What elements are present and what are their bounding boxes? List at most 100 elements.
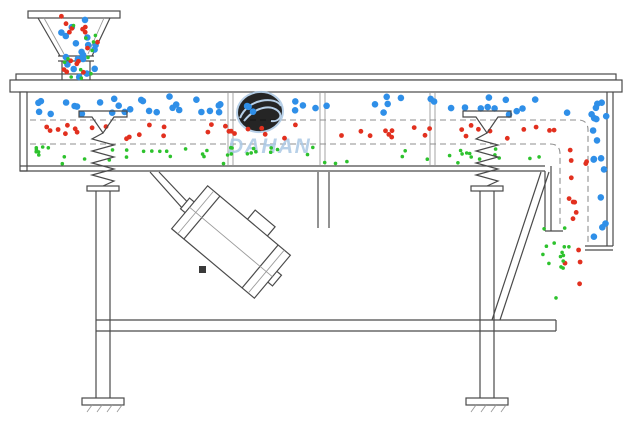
particle-green — [562, 226, 567, 230]
particle-red — [95, 39, 100, 45]
particle-green — [158, 149, 162, 154]
watermark-logo-swoosh — [239, 99, 282, 119]
particle-blue — [427, 95, 435, 103]
particle-blue — [91, 65, 98, 73]
particle-green — [254, 149, 258, 154]
particle-green — [460, 152, 464, 156]
particle-group-inlet-green — [62, 23, 98, 80]
spring-base-plate — [470, 185, 504, 192]
particle-blue — [513, 107, 520, 115]
foot-hatch — [480, 404, 487, 413]
particle-blue — [485, 94, 493, 101]
particle-green — [558, 254, 563, 259]
particle-red — [65, 122, 70, 128]
particle-red — [226, 128, 232, 134]
particle-red — [566, 196, 572, 202]
particle-blue — [477, 105, 485, 112]
particle-red — [85, 45, 90, 51]
particle-green — [541, 252, 545, 257]
particle-blue — [126, 106, 134, 113]
particle-red — [567, 147, 573, 153]
lower-screen-flow-line — [30, 143, 561, 226]
particle-red — [572, 199, 578, 205]
particle-green — [251, 146, 256, 151]
particle-green — [124, 148, 129, 152]
particle-blue — [78, 110, 86, 118]
deck-top-rail — [15, 73, 617, 81]
particle-blue — [62, 99, 70, 106]
left-foot-plate — [81, 397, 125, 406]
foot-hatch — [106, 404, 113, 413]
particle-green — [456, 161, 460, 165]
particle-green — [249, 151, 253, 155]
particle-red — [568, 158, 574, 163]
particle-red — [161, 133, 167, 139]
particle-red — [259, 125, 265, 131]
particle-green — [84, 36, 88, 40]
particle-red — [389, 128, 395, 134]
particle-green — [69, 75, 73, 79]
particle-green — [345, 159, 349, 164]
particle-red — [547, 127, 552, 133]
particle-green — [562, 245, 567, 249]
particle-blue — [172, 101, 180, 108]
particle-green — [78, 67, 83, 72]
particle-red — [63, 21, 69, 27]
particle-green — [425, 157, 430, 161]
particle-green — [275, 147, 280, 152]
particle-green — [168, 154, 173, 159]
particle-red — [147, 122, 152, 128]
particle-green — [46, 146, 51, 150]
particle-blue — [115, 102, 122, 109]
particle-blue — [47, 110, 54, 118]
particle-green — [124, 155, 129, 159]
right-spring-assembly — [462, 110, 512, 192]
particle-green — [544, 244, 549, 248]
particle-blue — [96, 99, 104, 106]
spring-bracket — [78, 110, 128, 135]
deck-left-wall — [19, 91, 28, 172]
foot-hatch — [96, 404, 103, 413]
particle-red — [81, 69, 86, 75]
particle-red — [72, 126, 78, 132]
particle-green — [458, 148, 463, 153]
particle-red — [533, 124, 539, 130]
particle-red — [577, 281, 582, 287]
particle-blue — [602, 112, 610, 120]
particle-blue — [597, 155, 605, 162]
particle-red — [209, 122, 214, 127]
particle-blue — [461, 104, 469, 111]
particle-group-deck-mid-red — [44, 122, 557, 142]
particle-blue — [593, 115, 600, 123]
particle-group-deck-top-blue — [35, 93, 605, 118]
motor-axis-line — [189, 206, 273, 278]
particle-green — [400, 154, 405, 159]
particle-red — [584, 159, 589, 165]
particle-blue — [249, 108, 257, 115]
particle-green — [560, 250, 564, 255]
particle-red — [47, 128, 53, 134]
particle-blue — [589, 127, 597, 134]
particle-green — [528, 156, 532, 161]
particle-blue — [110, 95, 118, 103]
particle-blue — [81, 16, 89, 24]
particle-red — [459, 127, 465, 132]
vibration-motor — [170, 184, 292, 300]
particle-red — [468, 123, 474, 128]
particles — [34, 13, 610, 300]
particle-green — [82, 157, 87, 161]
particle-blue — [397, 94, 405, 102]
foot-hatch — [470, 404, 477, 413]
particle-green — [322, 160, 327, 165]
particle-green — [229, 145, 233, 150]
particle-green — [477, 157, 482, 161]
particle-green — [537, 155, 541, 159]
particle-green — [403, 149, 408, 153]
particle-blue — [563, 109, 571, 116]
particle-green — [305, 152, 310, 157]
particle-group-discharge-blue — [589, 104, 610, 240]
particle-blue — [72, 40, 80, 47]
flow-lines — [30, 119, 589, 242]
particle-red — [223, 123, 228, 129]
